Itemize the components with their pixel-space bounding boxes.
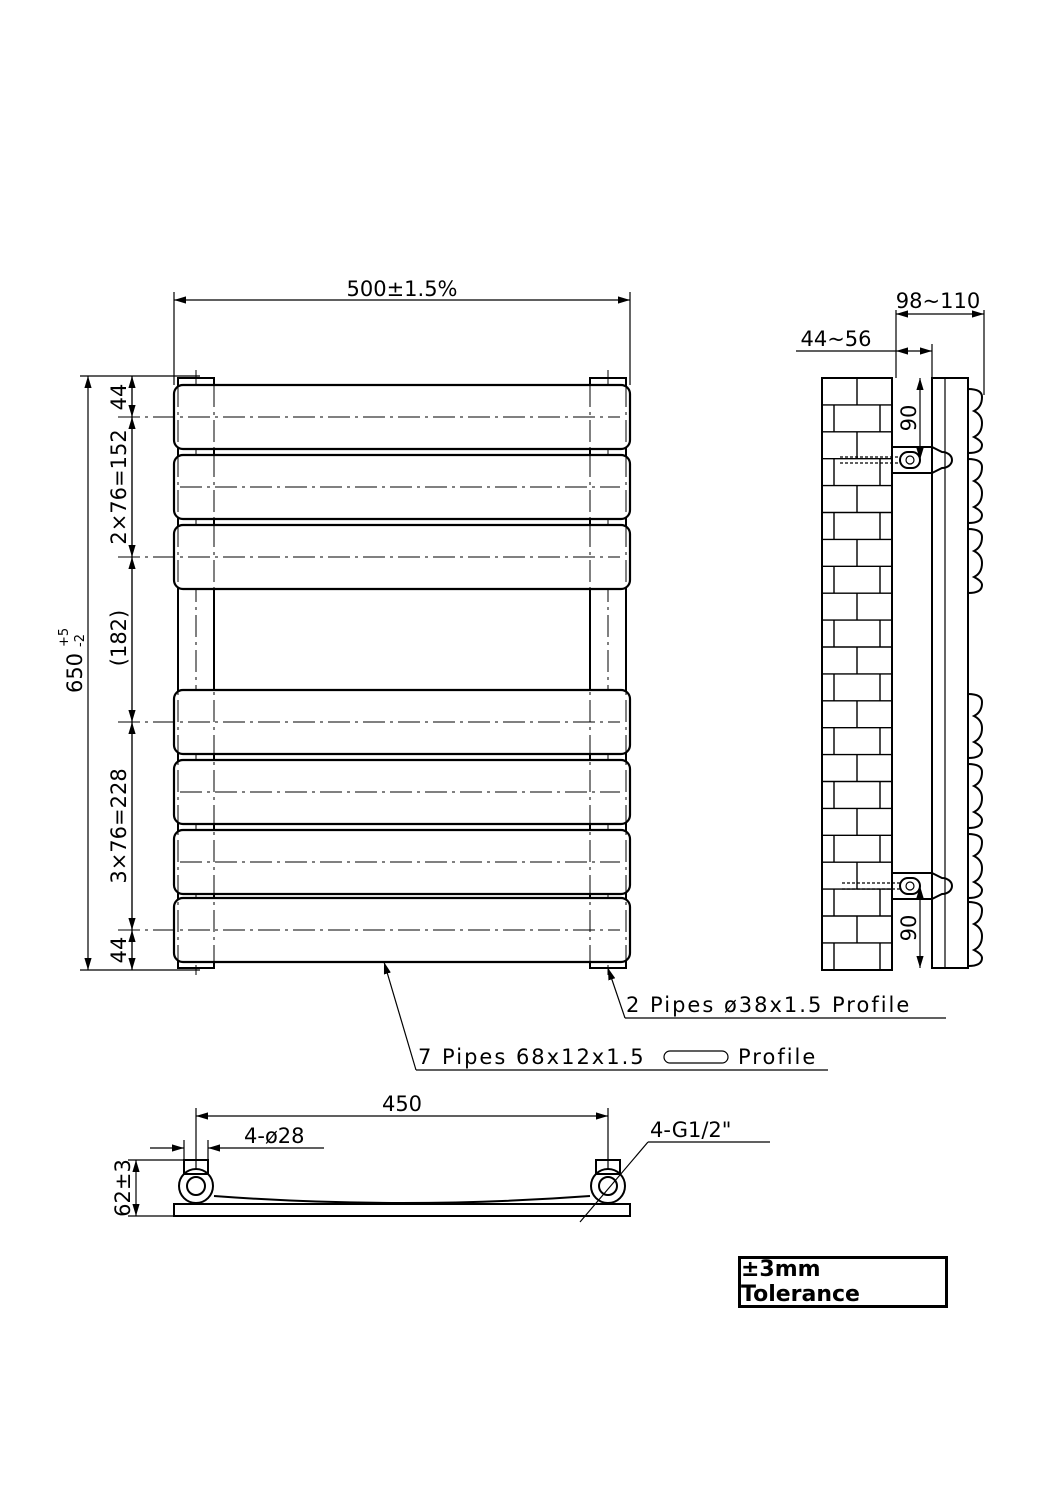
segment-top-label: 44: [107, 384, 131, 411]
segment-upper-label: 2×76=152: [107, 429, 131, 544]
horizontal-panels: [118, 383, 632, 964]
panel-side-profile: [967, 528, 984, 594]
flat-profile-icon: [663, 1050, 729, 1064]
horizontal-pipes-profile-label: Profile: [738, 1045, 817, 1069]
vertical-pipes-callout: 2 Pipes ø38x1.5 Profile: [626, 993, 911, 1017]
segment-gap-label: (182): [107, 610, 131, 666]
bottom-height-label: 62±3: [111, 1159, 135, 1217]
diameter-label: 4-ø28: [244, 1124, 305, 1148]
depth-max-label: 98~110: [896, 289, 980, 313]
panel-side-profile: [967, 763, 984, 829]
callouts: 2 Pipes ø38x1.5 Profile 7 Pipes 68x12x1.…: [383, 961, 946, 1071]
height-dimension-label: 650: [63, 653, 87, 693]
panel-side-profile: [967, 833, 984, 899]
thread-label: 4-G1/2": [650, 1118, 731, 1142]
side-vertical-pipe: [931, 377, 969, 969]
panel-side-profile: [967, 901, 984, 967]
side-view: 98~110 44~56 90 90: [796, 289, 985, 971]
panel-side-profile: [967, 388, 984, 454]
height-upper-tolerance: +5: [57, 628, 72, 647]
front-view: 500±1.5% 650 +5 -2 44 2×76=152 (182) 3×7…: [57, 277, 632, 975]
bottom-view: 450 4-ø28 4-G1/2" 62±3: [111, 1092, 770, 1223]
depth-min-label: 44~56: [800, 327, 871, 351]
centers-dimension-label: 450: [382, 1092, 422, 1116]
bracket-top-label: 90: [897, 405, 921, 432]
bottom-bracket: [842, 872, 953, 900]
width-dimension-label: 500±1.5%: [346, 277, 457, 301]
horizontal-pipes-callout: 7 Pipes 68x12x1.5: [418, 1045, 646, 1069]
top-bracket: [840, 446, 953, 474]
panel-side-profile: [967, 693, 984, 759]
wall-bricks: [822, 378, 892, 971]
side-panel-profiles: [967, 388, 984, 967]
panel-side-profile: [967, 458, 984, 524]
height-lower-tolerance: -2: [73, 634, 88, 647]
segment-bottom-label: 44: [107, 937, 131, 964]
tolerance-note: ±3mm Tolerance: [738, 1256, 948, 1308]
segment-lower-label: 3×76=228: [107, 768, 131, 883]
bracket-bottom-label: 90: [897, 915, 921, 942]
